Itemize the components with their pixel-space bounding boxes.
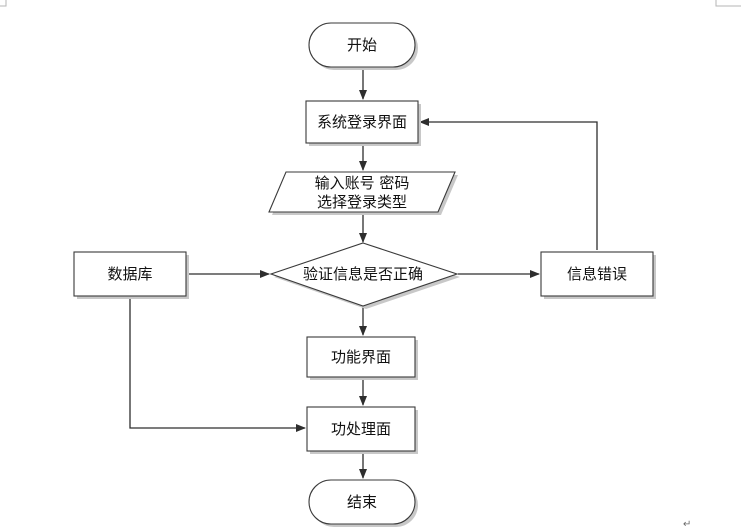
page-corner-marks	[0, 0, 741, 7]
login-screen-node: 系统登录界面	[305, 100, 421, 146]
start-label: 开始	[347, 36, 377, 54]
paragraph-mark: ↵	[683, 519, 691, 530]
processing-screen-node: 功处理面	[306, 406, 418, 454]
database-node: 数据库	[73, 251, 189, 299]
verify-label: 验证信息是否正确	[303, 265, 423, 283]
database-label: 数据库	[107, 265, 152, 283]
edges	[129, 69, 598, 479]
login-screen-label: 系统登录界面	[317, 113, 407, 131]
function-screen-label: 功能界面	[331, 348, 391, 366]
end-node: 结束	[308, 479, 418, 527]
input-label-line-1: 输入账号 密码	[315, 174, 410, 192]
edge-error-to-login	[419, 118, 598, 250]
error-label: 信息错误	[567, 265, 627, 283]
function-screen-node: 功能界面	[306, 336, 418, 380]
edge-database-to-processing	[129, 298, 306, 432]
error-node: 信息错误	[540, 251, 656, 299]
end-label: 结束	[347, 493, 377, 511]
verify-decision-node: 验证信息是否正确	[269, 242, 460, 309]
input-label-line-2: 选择登录类型	[317, 193, 407, 211]
start-node: 开始	[308, 22, 418, 70]
processing-screen-label: 功处理面	[331, 420, 391, 438]
input-data-node: 输入账号 密码 选择登录类型	[268, 171, 458, 215]
